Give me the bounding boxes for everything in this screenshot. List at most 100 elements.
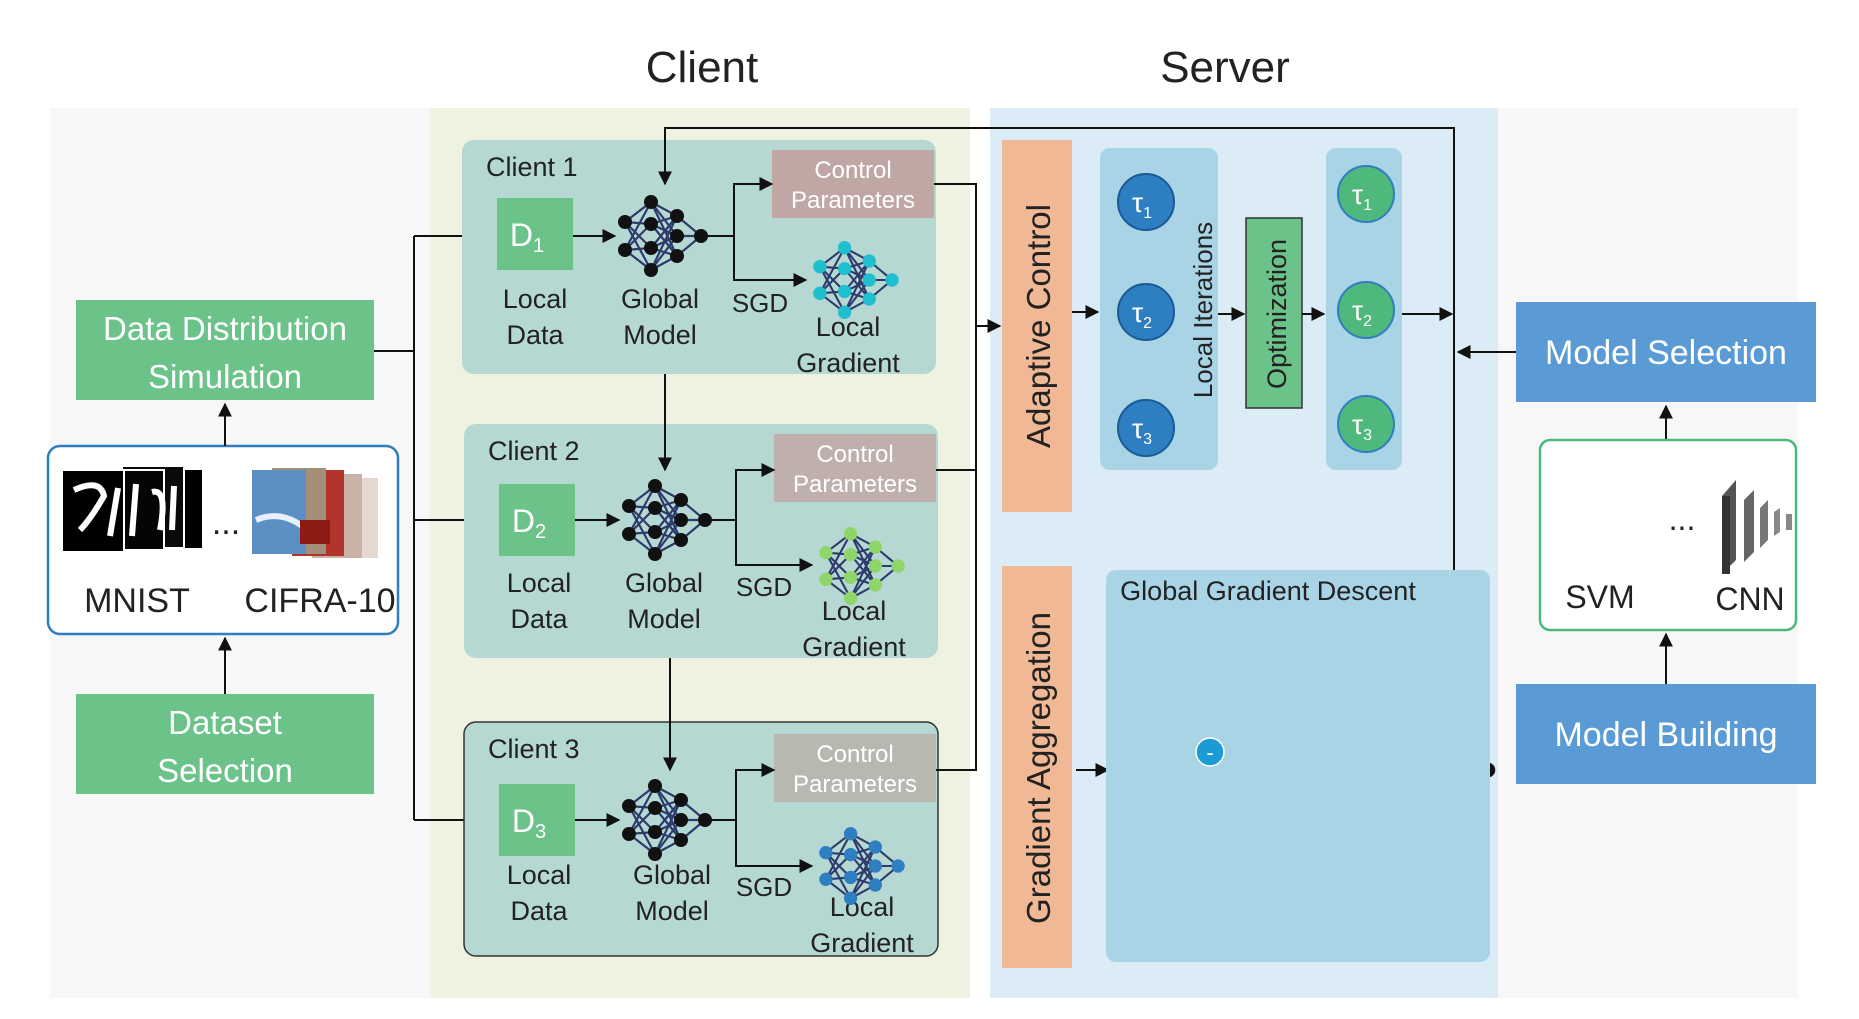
client-heading: Client bbox=[646, 43, 759, 92]
minus-icon: - bbox=[1195, 737, 1225, 767]
svg-text:Dataset: Dataset bbox=[168, 704, 282, 741]
client-3-local-gradient-icon bbox=[819, 827, 905, 905]
cifar-images bbox=[252, 468, 378, 558]
client-1-global-model: Global bbox=[621, 284, 699, 314]
global-gradient-panel: Global Gradient Descent bbox=[1106, 570, 1490, 962]
model-selection-box[interactable]: Model Selection bbox=[1516, 302, 1816, 402]
client-3-sgd: SGD bbox=[736, 872, 792, 902]
cnn-icon bbox=[1722, 480, 1792, 574]
svg-text:Data: Data bbox=[506, 320, 564, 350]
tau-1-right: τ1 bbox=[1337, 165, 1395, 223]
client-2-global-model: Global bbox=[625, 568, 703, 598]
client-2-box[interactable]: Client 2 D2 Local Data Global Model Cont… bbox=[464, 424, 938, 662]
client-1-local-data: Local bbox=[503, 284, 568, 314]
svg-text:Model: Model bbox=[623, 320, 697, 350]
svg-text:Adaptive Control: Adaptive Control bbox=[1020, 204, 1057, 448]
adaptive-control-box[interactable]: Adaptive Control bbox=[1002, 140, 1072, 512]
svg-text:τ2: τ2 bbox=[1132, 297, 1152, 332]
svg-text:Selection: Selection bbox=[157, 752, 293, 789]
svg-text:τ1: τ1 bbox=[1352, 179, 1372, 214]
svg-text:Model Building: Model Building bbox=[1554, 716, 1777, 754]
client-2-global-model-icon bbox=[622, 479, 712, 561]
client-2-data-sub: 2 bbox=[535, 521, 546, 543]
svg-text:Gradient Aggregation: Gradient Aggregation bbox=[1020, 612, 1057, 924]
svg-text:Optimization: Optimization bbox=[1262, 239, 1292, 389]
client-3-data-sub: 3 bbox=[535, 821, 546, 843]
svg-text:Control: Control bbox=[816, 741, 893, 768]
client-1-title: Client 1 bbox=[486, 152, 578, 182]
client-1-data-box bbox=[497, 198, 573, 270]
data-distribution-box[interactable]: Data Distribution Simulation bbox=[76, 300, 374, 400]
svg-text:τ3: τ3 bbox=[1132, 413, 1152, 448]
svg-text:D3: D3 bbox=[512, 803, 546, 843]
gradient-aggregation-box[interactable]: Gradient Aggregation bbox=[1002, 566, 1072, 968]
svg-text:τ2: τ2 bbox=[1352, 295, 1372, 330]
svg-text:Gradient: Gradient bbox=[802, 632, 906, 662]
client-3-global-model-icon bbox=[622, 779, 712, 861]
client-3-local-gradient: Local bbox=[830, 892, 895, 922]
svg-text:Data Distribution: Data Distribution bbox=[103, 310, 347, 347]
svg-text:Parameters: Parameters bbox=[793, 471, 917, 498]
client-1-global-model-icon bbox=[618, 195, 708, 277]
dataset-selection-box[interactable]: Dataset Selection bbox=[76, 694, 374, 794]
optimization-box[interactable]: Optimization bbox=[1245, 217, 1303, 409]
tau-circles: τ1 τ2 τ3 τ1 τ2 τ3 bbox=[1117, 165, 1395, 457]
svg-text:Data: Data bbox=[510, 604, 568, 634]
tau-3-right: τ3 bbox=[1337, 395, 1395, 453]
svg-text:Data: Data bbox=[510, 896, 568, 926]
svm-label: SVM bbox=[1565, 579, 1634, 615]
client-1-control-parameters bbox=[772, 150, 934, 218]
client-3-box[interactable]: Client 3 D3 Local Data Global Model Cont… bbox=[463, 721, 939, 958]
svg-text:Parameters: Parameters bbox=[791, 187, 915, 214]
svg-text:τ3: τ3 bbox=[1352, 409, 1372, 444]
tau-3-left: τ3 bbox=[1117, 399, 1175, 457]
svg-text:Gradient: Gradient bbox=[810, 928, 914, 958]
tau-2-right: τ2 bbox=[1337, 281, 1395, 339]
svg-text:τ1: τ1 bbox=[1132, 187, 1152, 222]
model-ellipsis: ... bbox=[1669, 501, 1696, 537]
cnn-label: CNN bbox=[1715, 581, 1784, 617]
client-2-local-gradient-icon bbox=[819, 527, 905, 605]
server-heading: Server bbox=[1160, 43, 1290, 92]
local-iterations-label: Local Iterations bbox=[1188, 222, 1218, 398]
client-1-box[interactable]: Client 1 D1 Local Data Global Model Cont… bbox=[462, 140, 936, 378]
tau-2-left: τ2 bbox=[1117, 283, 1175, 341]
client-2-sgd: SGD bbox=[736, 572, 792, 602]
svg-text:Simulation: Simulation bbox=[148, 358, 302, 395]
client-1-sgd: SGD bbox=[732, 288, 788, 318]
client-2-local-data: Local bbox=[507, 568, 572, 598]
svg-text:D1: D1 bbox=[510, 217, 544, 257]
client-3-local-data: Local bbox=[507, 860, 572, 890]
svg-text:Gradient: Gradient bbox=[796, 348, 900, 378]
client-1-data-label: D bbox=[510, 217, 533, 253]
client-1-data-sub: 1 bbox=[533, 235, 544, 257]
cifar-label: CIFRA-10 bbox=[244, 582, 395, 620]
svg-text:Control: Control bbox=[814, 157, 891, 184]
client-3-data-box bbox=[499, 784, 575, 856]
svg-text:Model Selection: Model Selection bbox=[1545, 334, 1787, 372]
model-building-box[interactable]: Model Building bbox=[1516, 684, 1816, 784]
client-3-global-model: Global bbox=[633, 860, 711, 890]
svg-text:Model: Model bbox=[635, 896, 709, 926]
client-3-title: Client 3 bbox=[488, 734, 580, 764]
svg-text:Control: Control bbox=[816, 441, 893, 468]
client-2-data-label: D bbox=[512, 503, 535, 539]
model-types-box: SVM ... CNN bbox=[1538, 438, 1798, 632]
mnist-label: MNIST bbox=[84, 582, 190, 620]
client-arrows bbox=[573, 127, 1455, 873]
client-2-control-parameters bbox=[774, 434, 936, 502]
client-2-title: Client 2 bbox=[488, 436, 580, 466]
mnist-ellipsis: ... bbox=[212, 504, 240, 542]
client-3-data-label: D bbox=[512, 803, 535, 839]
svg-text:Model: Model bbox=[627, 604, 701, 634]
dataset-images-box: ... MNIST CIFRA-10 bbox=[46, 444, 400, 636]
svg-text:Parameters: Parameters bbox=[793, 771, 917, 798]
client-1-local-gradient-icon bbox=[813, 241, 899, 319]
client-3-control-parameters bbox=[774, 734, 936, 802]
client-2-data-box bbox=[499, 484, 575, 556]
global-gradient-descent-label: Global Gradient Descent bbox=[1120, 576, 1416, 606]
mnist-images bbox=[61, 465, 202, 553]
svg-text:D2: D2 bbox=[512, 503, 546, 543]
